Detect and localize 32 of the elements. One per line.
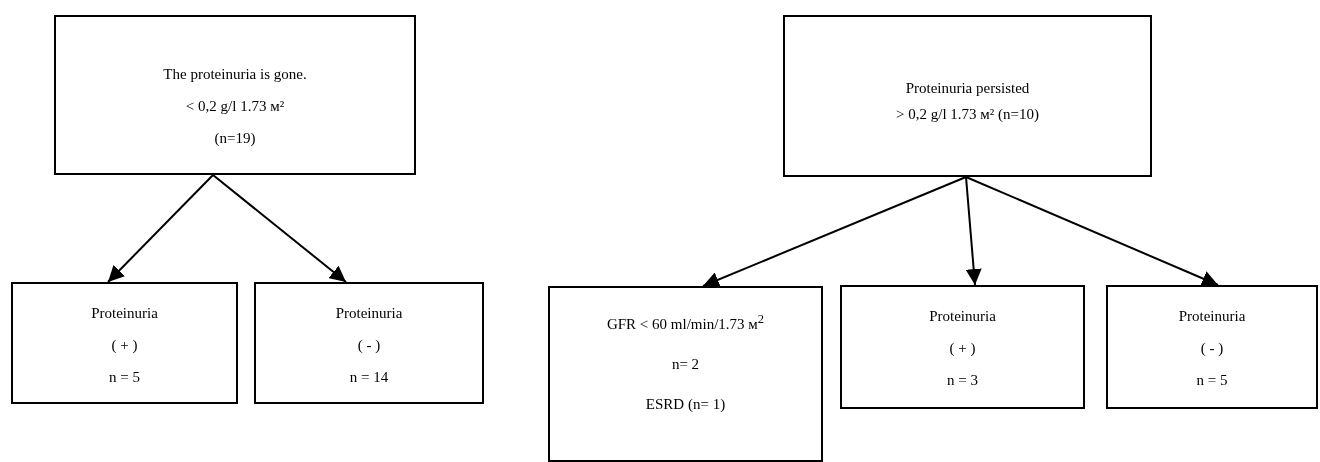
node-text: n = 14	[349, 368, 389, 386]
node-text: ( + )	[949, 339, 976, 357]
arrow	[965, 176, 982, 286]
arrow	[107, 174, 214, 283]
arrow	[965, 176, 1219, 287]
node-text: Proteinuria	[335, 304, 403, 322]
node-text: ESRD (n= 1)	[645, 395, 726, 413]
node-text: The proteinuria is gone.	[163, 65, 307, 83]
arrow	[702, 176, 967, 288]
node-text: (n=19)	[214, 129, 256, 147]
node-text: > 0,2 g/l 1.73 м² (n=10)	[896, 105, 1039, 123]
node-text: n = 3	[947, 371, 978, 389]
process-box	[1106, 285, 1318, 409]
node-text: GFR < 60 ml/min/1.73 м$^{2}$	[606, 311, 765, 333]
node-text: Proteinuria persisted	[905, 79, 1030, 97]
node-text: ( - )	[1200, 339, 1224, 357]
process-box	[548, 286, 823, 462]
process-box	[254, 282, 484, 404]
node-text: Proteinuria	[91, 304, 158, 322]
arrow	[212, 174, 347, 283]
node-text: ( + )	[111, 336, 138, 354]
node-text: Proteinuria	[1178, 307, 1246, 325]
node-text: < 0,2 g/l 1.73 м²	[185, 97, 285, 115]
process-box	[11, 282, 238, 404]
node-text: n = 5	[1196, 371, 1228, 389]
node-text: Proteinuria	[929, 307, 996, 325]
process-box	[840, 285, 1085, 409]
node-text: n = 5	[109, 368, 140, 386]
process-box	[54, 15, 416, 175]
process-box	[783, 15, 1152, 177]
node-text: ( - )	[357, 336, 381, 354]
node-text: n= 2	[671, 355, 700, 373]
